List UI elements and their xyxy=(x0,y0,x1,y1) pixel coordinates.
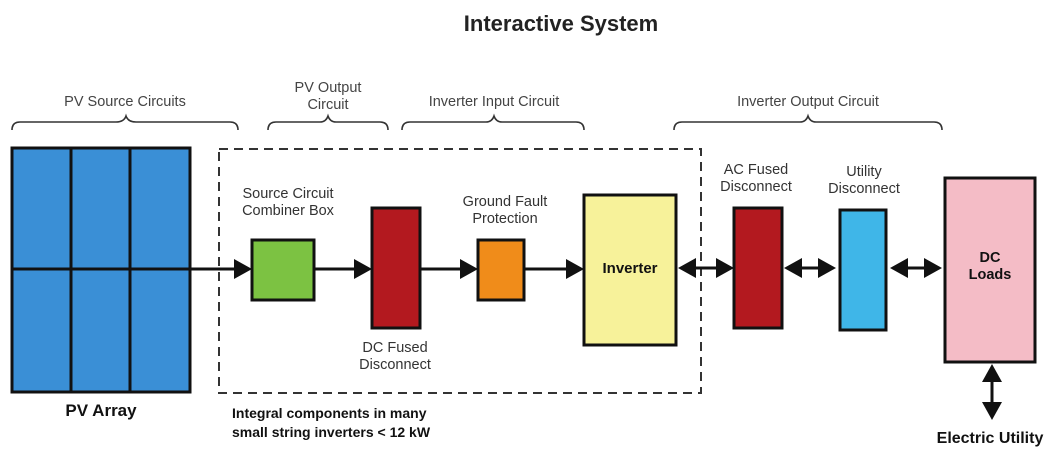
dc-fused-disconnect-label-line2: Disconnect xyxy=(359,357,431,373)
arrow-to-inverter-icon xyxy=(566,259,584,279)
dc-loads-label-line1: DC xyxy=(980,250,1001,266)
label-pv-output-circuit-line1: PV Output xyxy=(295,80,362,96)
arrow-right-ac-fused-icon xyxy=(716,258,734,278)
ground-fault-label-line2: Protection xyxy=(472,211,537,227)
arrow-to-ground-fault-icon xyxy=(460,259,478,279)
label-inverter-input-circuit: Inverter Input Circuit xyxy=(429,94,560,110)
label-pv-output-circuit-line2: Circuit xyxy=(307,97,348,113)
utility-disconnect-label-line2: Disconnect xyxy=(828,181,900,197)
ac-fused-disconnect-label-line2: Disconnect xyxy=(720,179,792,195)
brace-pv-output-circuit xyxy=(267,113,389,131)
integral-note-line1: Integral components in many xyxy=(232,405,427,421)
inverter-label: Inverter xyxy=(602,260,657,277)
ac-fused-disconnect xyxy=(732,206,784,330)
arrow-left-ac-fused-icon xyxy=(784,258,802,278)
ground-fault-label-line1: Ground Fault xyxy=(463,194,548,210)
dc-fused-disconnect-label-line1: DC Fused xyxy=(362,340,427,356)
arrow-left-inverter-icon xyxy=(678,258,696,278)
combiner-box-label-line2: Combiner Box xyxy=(242,203,335,219)
utility-disconnect-label-line1: Utility xyxy=(846,164,882,180)
integral-note-line2: small string inverters < 12 kW xyxy=(232,424,431,440)
arrow-left-utility-icon xyxy=(890,258,908,278)
ground-fault-protection xyxy=(476,238,526,302)
integral-components-boundary xyxy=(218,148,702,394)
brace-inverter-input-circuit xyxy=(401,113,585,131)
arrow-to-dc-fused-icon xyxy=(354,259,372,279)
inverter-box xyxy=(582,193,678,347)
ac-fused-disconnect-label-line1: AC Fused xyxy=(724,162,788,178)
pv-array-label: PV Array xyxy=(65,401,137,420)
label-pv-source-circuits: PV Source Circuits xyxy=(64,94,186,110)
dc-loads-box xyxy=(943,176,1037,364)
arrow-up-loads-icon xyxy=(982,364,1002,382)
utility-disconnect xyxy=(838,208,888,332)
electric-utility-label: Electric Utility xyxy=(937,430,1044,447)
arrow-right-loads-icon xyxy=(924,258,942,278)
arrow-to-combiner-icon xyxy=(234,259,252,279)
combiner-box-label-line1: Source Circuit xyxy=(242,186,333,202)
label-inverter-output-circuit: Inverter Output Circuit xyxy=(737,94,879,110)
brace-pv-source-circuits xyxy=(11,113,239,131)
arrow-right-utility-icon xyxy=(818,258,836,278)
diagram-title: Interactive System xyxy=(464,11,658,36)
dc-fused-disconnect xyxy=(370,206,422,330)
combiner-box xyxy=(250,238,316,302)
arrow-down-utility-icon xyxy=(982,402,1002,420)
brace-inverter-output-circuit xyxy=(673,113,943,131)
dc-loads-label-line2: Loads xyxy=(969,267,1012,283)
